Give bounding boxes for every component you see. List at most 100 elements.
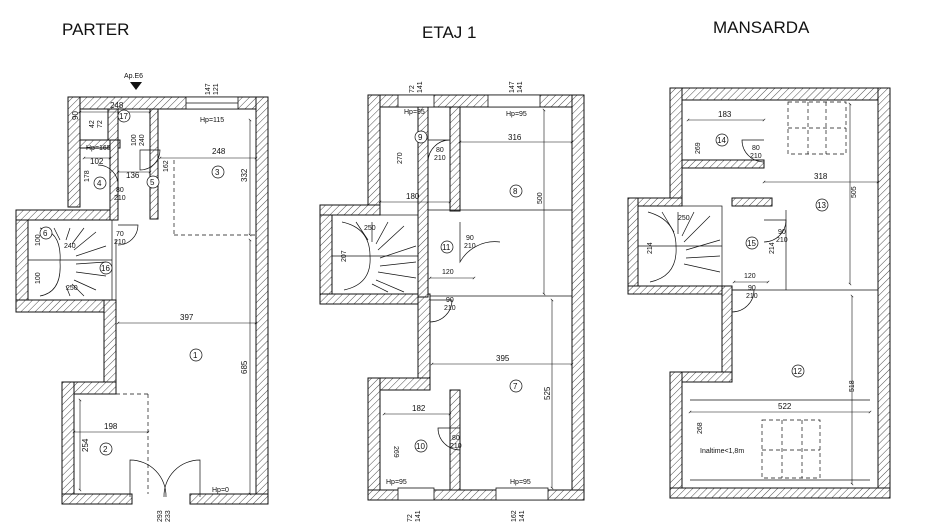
- dim-label: 210: [444, 305, 456, 312]
- dim-label: 198: [104, 422, 118, 431]
- wall: [367, 377, 381, 497]
- wall: [15, 209, 29, 311]
- door: [731, 289, 755, 313]
- dim-label: 269: [695, 142, 702, 154]
- dim-label: 141: [517, 81, 524, 93]
- dim-label: 250: [364, 225, 376, 232]
- dim-label: 210: [114, 195, 126, 202]
- dim-label: 42: [89, 120, 96, 128]
- dim-label: Hp=95: [510, 479, 531, 486]
- dim-label: 80: [452, 435, 460, 442]
- dim-label: 500: [537, 192, 544, 204]
- room-number: 12: [793, 367, 802, 376]
- door: [139, 149, 161, 171]
- wall: [319, 204, 333, 304]
- dim-label: 100: [131, 134, 138, 146]
- entry-marker-label: Ap.E6: [124, 73, 143, 80]
- dim-label: 210: [776, 237, 788, 244]
- dim-label: 100: [35, 272, 42, 284]
- dim-label: Hp=95: [386, 479, 407, 486]
- dim-label: 70: [116, 231, 124, 238]
- wall: [103, 299, 117, 386]
- floor-title-etaj1: ETAJ 1: [422, 23, 476, 42]
- dim-label: 522: [778, 402, 792, 411]
- dim-label: 210: [114, 239, 126, 246]
- dim-label: 505: [851, 186, 858, 198]
- room-number: 4: [97, 179, 102, 188]
- room-number: 13: [817, 201, 826, 210]
- dim-label: 248: [110, 101, 124, 110]
- height-note: Inaltime<1,8m: [700, 448, 744, 455]
- dim-label: 90: [748, 285, 756, 292]
- door: [97, 164, 119, 187]
- wall: [15, 299, 117, 313]
- dim-label: 162: [163, 160, 170, 172]
- room-number: 5: [150, 178, 155, 187]
- dim-label: 240: [139, 134, 146, 146]
- dim-label: 162: [511, 510, 518, 522]
- wall: [15, 209, 113, 221]
- dim-label: 136: [126, 171, 140, 180]
- floor-title-parter: PARTER: [62, 20, 129, 39]
- wall: [449, 389, 461, 491]
- dim-label: 90: [778, 229, 786, 236]
- room-number: 2: [103, 445, 108, 454]
- dim-label: 518: [849, 380, 856, 392]
- dim-label: Hp=95: [506, 111, 527, 118]
- door: [117, 224, 139, 246]
- entry-arrow-icon: [130, 82, 142, 90]
- wall: [61, 381, 75, 498]
- dim-label: 141: [417, 81, 424, 93]
- wall: [731, 197, 773, 207]
- room-number: 17: [119, 112, 128, 121]
- dim-label: 90: [466, 235, 474, 242]
- room-number: 14: [717, 136, 726, 145]
- dim-label: 210: [746, 293, 758, 300]
- door: [763, 219, 787, 243]
- dim-label: 210: [450, 443, 462, 450]
- wall: [669, 87, 891, 101]
- dim-label: 332: [240, 168, 249, 182]
- dim-label: 293: [157, 510, 164, 522]
- room-number: 9: [418, 133, 423, 142]
- dim-label: 269: [392, 446, 399, 458]
- dim-label: 254: [81, 438, 90, 452]
- dim-label: 240: [64, 243, 76, 250]
- dim-label: 120: [442, 269, 454, 276]
- dim-label: 72: [97, 120, 104, 128]
- dim-label: 183: [718, 110, 732, 119]
- dim-label: 72: [407, 514, 414, 522]
- dim-label: 141: [415, 510, 422, 522]
- wall: [61, 493, 133, 505]
- room-number: 7: [513, 382, 518, 391]
- dim-label: Hp=115: [200, 117, 224, 124]
- wall: [107, 108, 119, 142]
- room-number: 1: [193, 351, 198, 360]
- dim-label: Hp=165: [86, 145, 111, 152]
- dim-label: 270: [397, 152, 404, 164]
- dim-label: 210: [464, 243, 476, 250]
- dim-label: 685: [240, 360, 249, 374]
- wall: [319, 204, 381, 216]
- dim-label: 250: [66, 285, 78, 292]
- door-entry-right: [163, 459, 201, 498]
- room-number: 8: [513, 187, 518, 196]
- dim-label: 210: [750, 153, 762, 160]
- dim-label: 316: [508, 133, 522, 142]
- dim-label: Hp=95: [404, 109, 425, 116]
- floor-title-mansarda: MANSARDA: [713, 18, 810, 37]
- wall: [721, 285, 733, 379]
- wall: [319, 293, 431, 305]
- dim-label: 80: [752, 145, 760, 152]
- wall: [627, 285, 733, 295]
- dim-label: 233: [165, 510, 172, 522]
- door: [427, 139, 451, 163]
- dim-label: 90: [446, 297, 454, 304]
- wall: [67, 96, 81, 208]
- dim-label: 182: [412, 404, 426, 413]
- dim-label: 210: [434, 155, 446, 162]
- dim-label: 80: [436, 147, 444, 154]
- dim-label: 178: [84, 170, 91, 182]
- dim-label: 250: [678, 215, 690, 222]
